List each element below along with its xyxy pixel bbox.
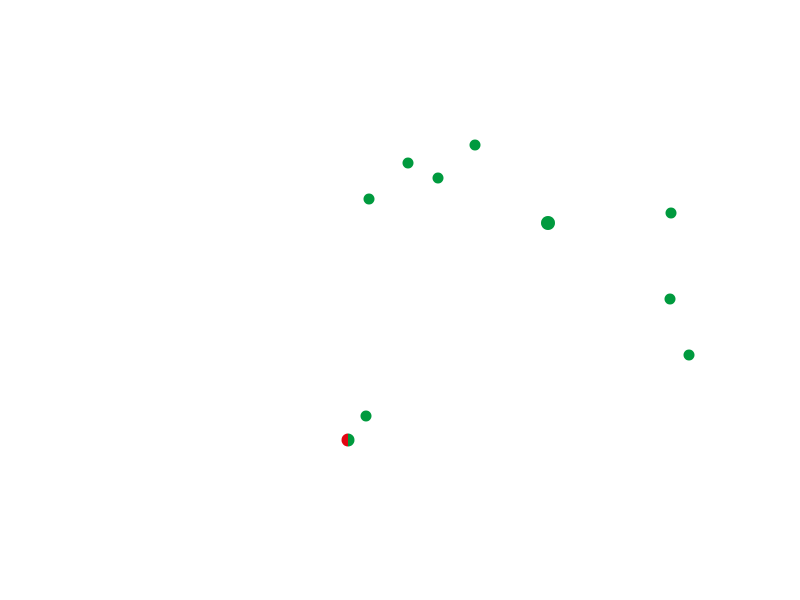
target-dot-large[interactable] [541, 216, 555, 230]
target-dot[interactable] [360, 410, 372, 422]
target-dot[interactable] [432, 172, 444, 184]
target-dot[interactable] [665, 207, 677, 219]
player-dot[interactable] [341, 433, 355, 447]
target-dot[interactable] [469, 139, 481, 151]
target-dot[interactable] [402, 157, 414, 169]
target-dot[interactable] [664, 293, 676, 305]
target-dot[interactable] [683, 349, 695, 361]
target-dot[interactable] [363, 193, 375, 205]
